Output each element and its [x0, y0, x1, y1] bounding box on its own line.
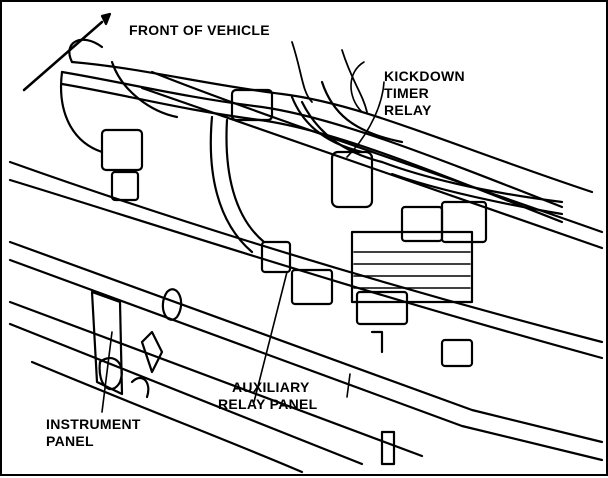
- instrument-panel-brackets: [90, 288, 396, 466]
- auxiliary-relay-panel-label: AUXILIARY RELAY PANEL: [218, 379, 318, 412]
- leader-lines: [101, 61, 385, 413]
- kickdown-timer-relay-label: KICKDOWN TIMER RELAY: [384, 68, 465, 118]
- relay-blocks: [100, 88, 488, 368]
- front-of-vehicle-label: FRONT OF VEHICLE: [129, 22, 270, 38]
- front-direction-arrow: [22, 12, 112, 92]
- instrument-panel-label: INSTRUMENT PANEL: [46, 416, 141, 449]
